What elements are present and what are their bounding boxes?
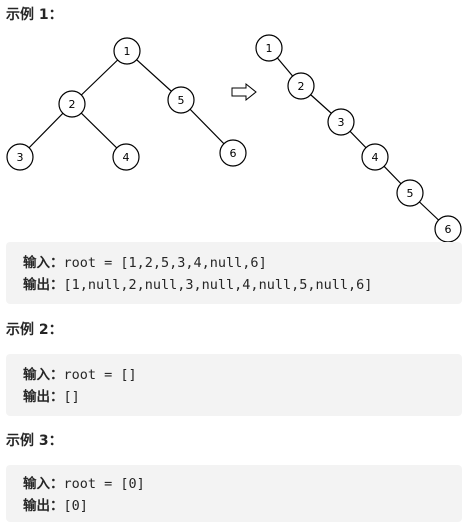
tree-node: 6 (219, 139, 247, 167)
output-line: 输出：[0] (23, 495, 462, 517)
output-value: [1,null,2,null,3,null,4,null,5,null,6] (63, 277, 373, 293)
tree-node: 5 (167, 86, 195, 114)
tree-node: 4 (361, 143, 389, 171)
output-label: 输出： (23, 389, 64, 405)
node-label: 6 (230, 147, 237, 160)
example-3-code-block: 输入：root = [0] 输出：[0] (6, 465, 462, 522)
node-label: 3 (17, 151, 24, 164)
right-arrow-icon (231, 82, 257, 102)
tree-node: 1 (255, 34, 283, 62)
node-label: 5 (407, 187, 414, 200)
example-3-heading: 示例 3： (6, 433, 63, 449)
tree-after: 1 2 3 4 5 6 (255, 34, 462, 242)
tree-node: 2 (287, 72, 315, 100)
input-value: root = [1,2,5,3,4,null,6] (63, 255, 267, 271)
node-label: 1 (266, 42, 273, 55)
input-label: 输入： (23, 255, 64, 271)
output-line: 输出：[1,null,2,null,3,null,4,null,5,null,6… (23, 274, 462, 296)
node-label: 1 (124, 45, 131, 58)
tree-node: 2 (58, 90, 86, 118)
tree-node: 4 (112, 143, 140, 171)
output-value: [] (63, 389, 80, 405)
node-label: 4 (123, 151, 130, 164)
output-value: [0] (63, 498, 88, 514)
tree-node: 1 (113, 37, 141, 65)
output-line: 输出：[] (23, 386, 462, 408)
node-label: 6 (445, 223, 452, 236)
example-1-heading: 示例 1： (6, 7, 63, 23)
input-line: 输入：root = [1,2,5,3,4,null,6] (23, 252, 462, 274)
output-label: 输出： (23, 498, 64, 514)
node-label: 3 (338, 116, 345, 129)
tree-flatten-illustration: 1 2 5 3 4 6 1 (6, 34, 462, 242)
tree-node: 6 (434, 215, 462, 242)
node-label: 5 (178, 94, 185, 107)
example-2-heading: 示例 2： (6, 322, 63, 338)
node-label: 2 (69, 98, 76, 111)
tree-node: 5 (396, 179, 424, 207)
node-label: 4 (372, 151, 379, 164)
input-label: 输入： (23, 367, 64, 383)
tree-before: 1 2 5 3 4 6 (6, 37, 247, 171)
output-label: 输出： (23, 277, 64, 293)
input-value: root = [0] (63, 476, 145, 492)
input-line: 输入：root = [] (23, 364, 462, 386)
example-1-code-block: 输入：root = [1,2,5,3,4,null,6] 输出：[1,null,… (6, 242, 462, 304)
node-label: 2 (298, 80, 305, 93)
input-label: 输入： (23, 476, 64, 492)
input-line: 输入：root = [0] (23, 473, 462, 495)
tree-node: 3 (6, 143, 34, 171)
input-value: root = [] (63, 367, 137, 383)
tree-node: 3 (327, 108, 355, 136)
example-2-code-block: 输入：root = [] 输出：[] (6, 354, 462, 416)
